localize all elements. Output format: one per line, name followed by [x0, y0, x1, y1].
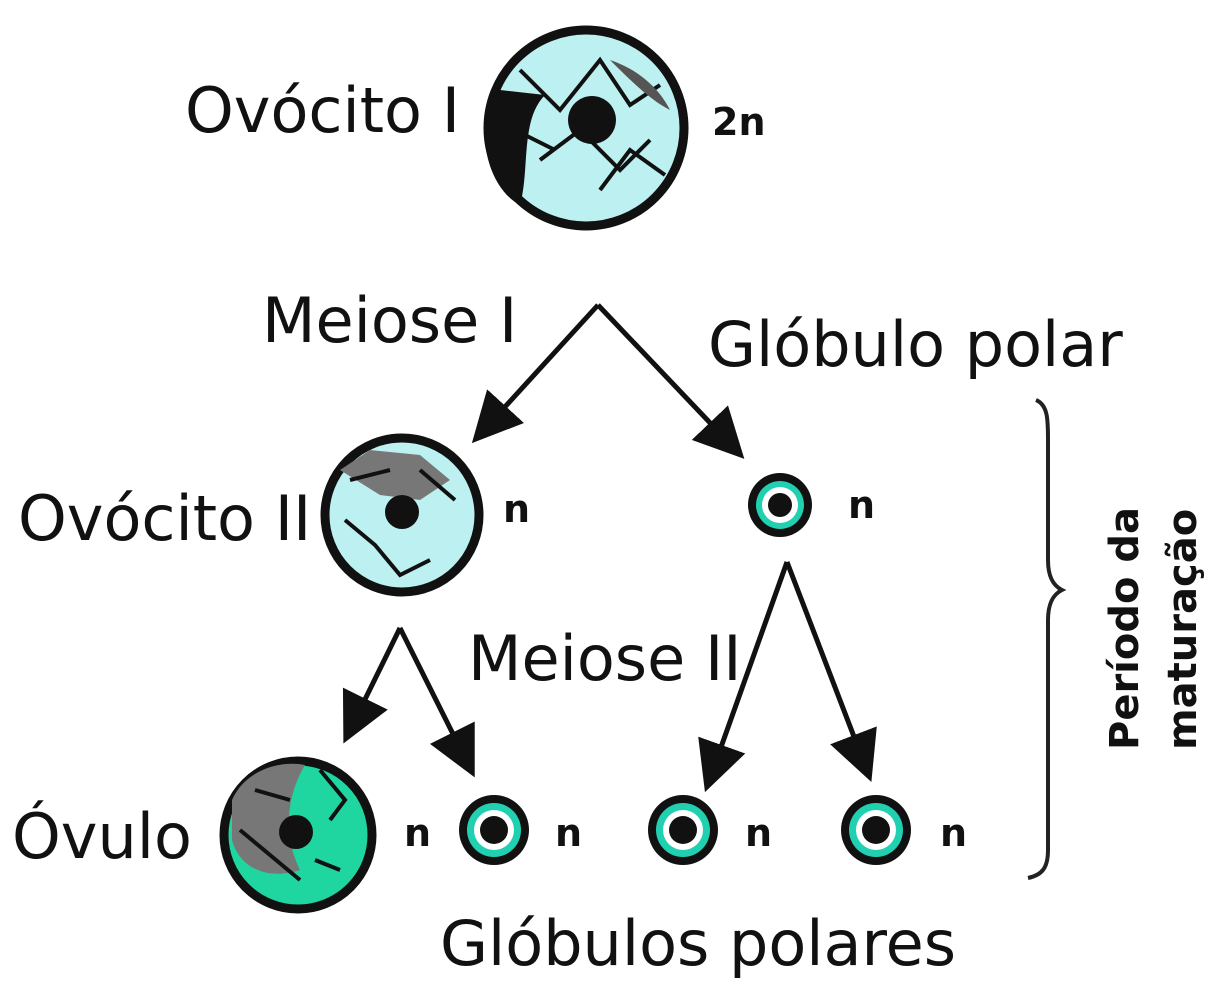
polar-body-3 [648, 795, 718, 865]
first-polar-body-ploidy: n [848, 483, 875, 527]
polar-body-2-ploidy: n [555, 811, 582, 855]
ovocito-ii-label: Ovócito II [18, 482, 311, 555]
maturation-period-brace [1027, 398, 1067, 880]
meiose-i-arrow-right [596, 303, 745, 459]
ovocito-ii-cell [320, 433, 484, 597]
ovocito-i-label: Ovócito I [185, 74, 460, 147]
polar-body-4-ploidy: n [940, 811, 967, 855]
globulo-polar-label: Glóbulo polar [708, 308, 1123, 381]
first-polar-body [748, 473, 812, 537]
ovocito-i-ploidy: 2n [712, 100, 766, 144]
meiose-ii-label: Meiose II [468, 622, 742, 695]
polar-body-4 [841, 795, 911, 865]
ovulo-ploidy: n [404, 811, 431, 855]
globulos-polares-label: Glóbulos polares [440, 907, 956, 980]
meiose-i-label: Meiose I [262, 284, 517, 357]
meiose-ii-arrow-1 [342, 626, 403, 744]
polar-body-3-ploidy: n [745, 811, 772, 855]
meiose-ii-arrow-4 [784, 561, 877, 783]
meiose-ii-arrow-2 [397, 626, 475, 778]
ovulo-cell [219, 756, 377, 914]
ovocito-ii-ploidy: n [503, 487, 530, 531]
ovulo-label: Óvulo [12, 800, 192, 873]
meiose-i-arrow-left [471, 303, 600, 444]
meiose-ii-arrow-3 [698, 561, 790, 793]
maturation-period-label-line1: Período da [1102, 507, 1148, 750]
maturation-period-label-line2: maturação [1160, 509, 1206, 750]
polar-body-2 [459, 795, 529, 865]
ovocito-i-cell [483, 25, 689, 231]
